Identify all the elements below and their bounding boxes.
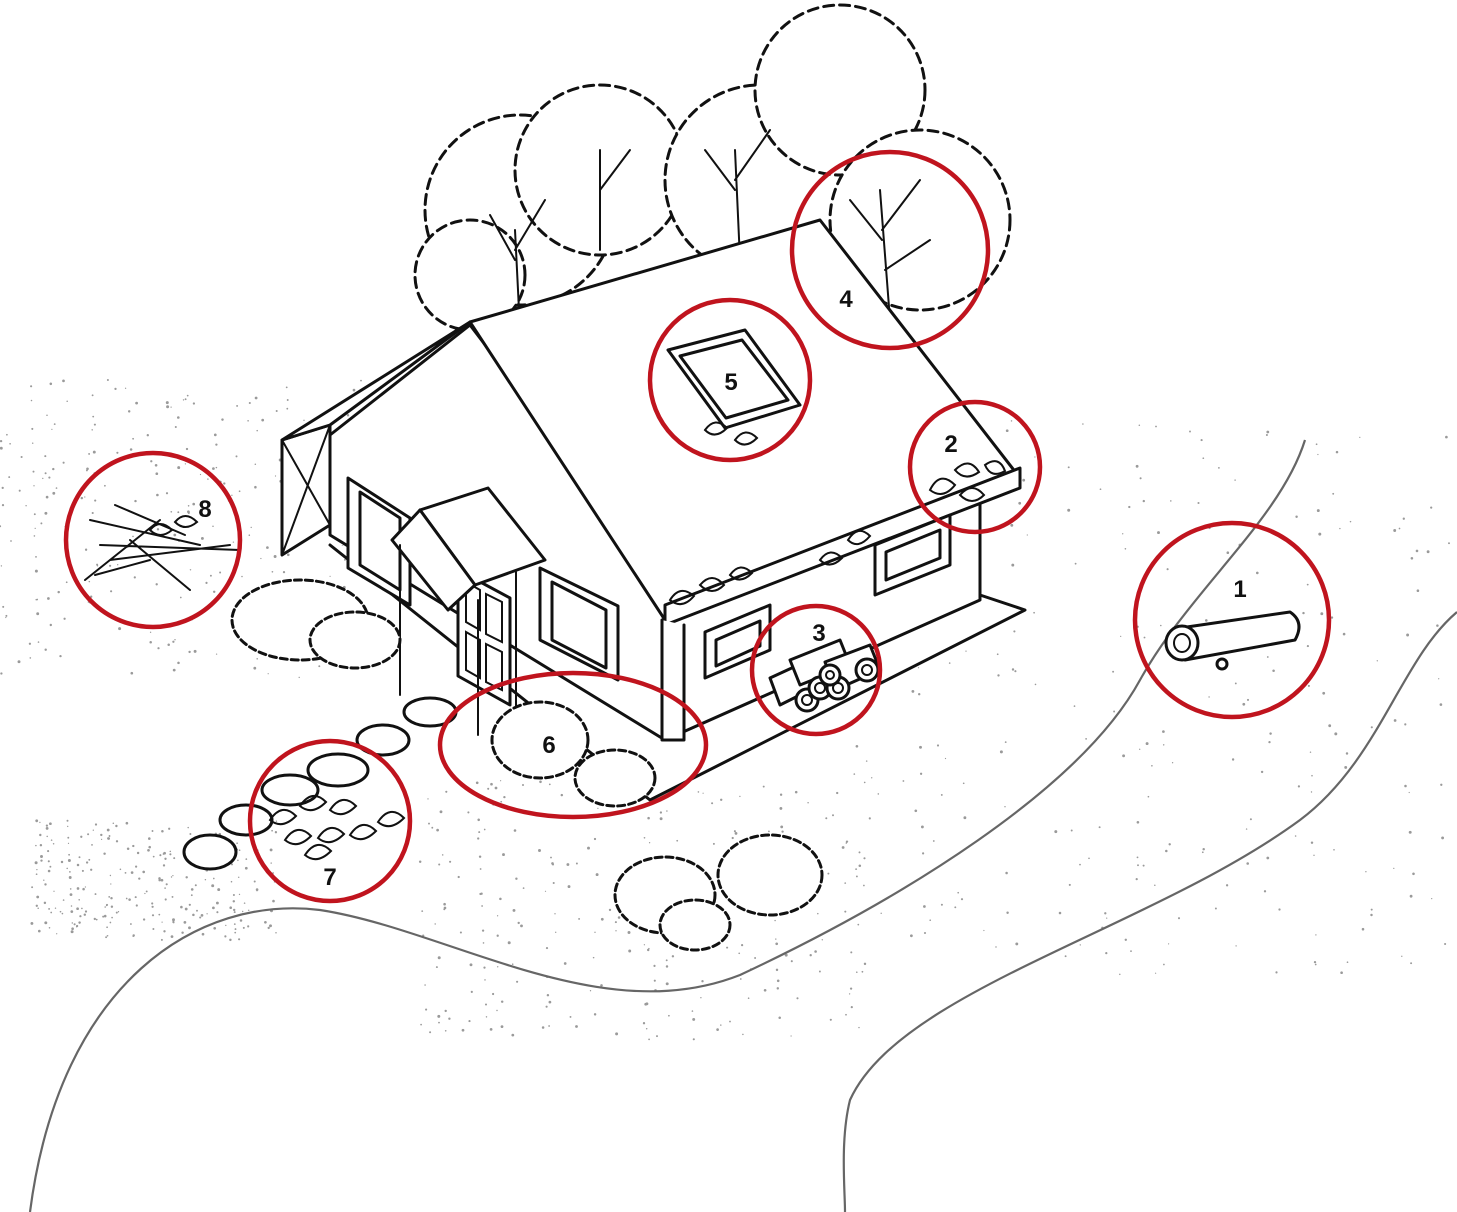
stepping-stones	[184, 698, 456, 869]
hazard-marker-8: 8	[66, 453, 240, 627]
hazard-circle	[66, 453, 240, 627]
hazard-number: 7	[323, 864, 336, 891]
hazard-number: 1	[1233, 576, 1246, 603]
log-icon	[1166, 612, 1299, 669]
hazard-number: 5	[724, 369, 737, 396]
branch-pile-icon	[85, 505, 240, 590]
hazard-number: 2	[944, 431, 957, 458]
hazard-number: 3	[812, 620, 825, 647]
hazard-number: 6	[542, 732, 555, 759]
hazard-number: 4	[839, 286, 853, 313]
hazard-number: 8	[198, 496, 211, 523]
